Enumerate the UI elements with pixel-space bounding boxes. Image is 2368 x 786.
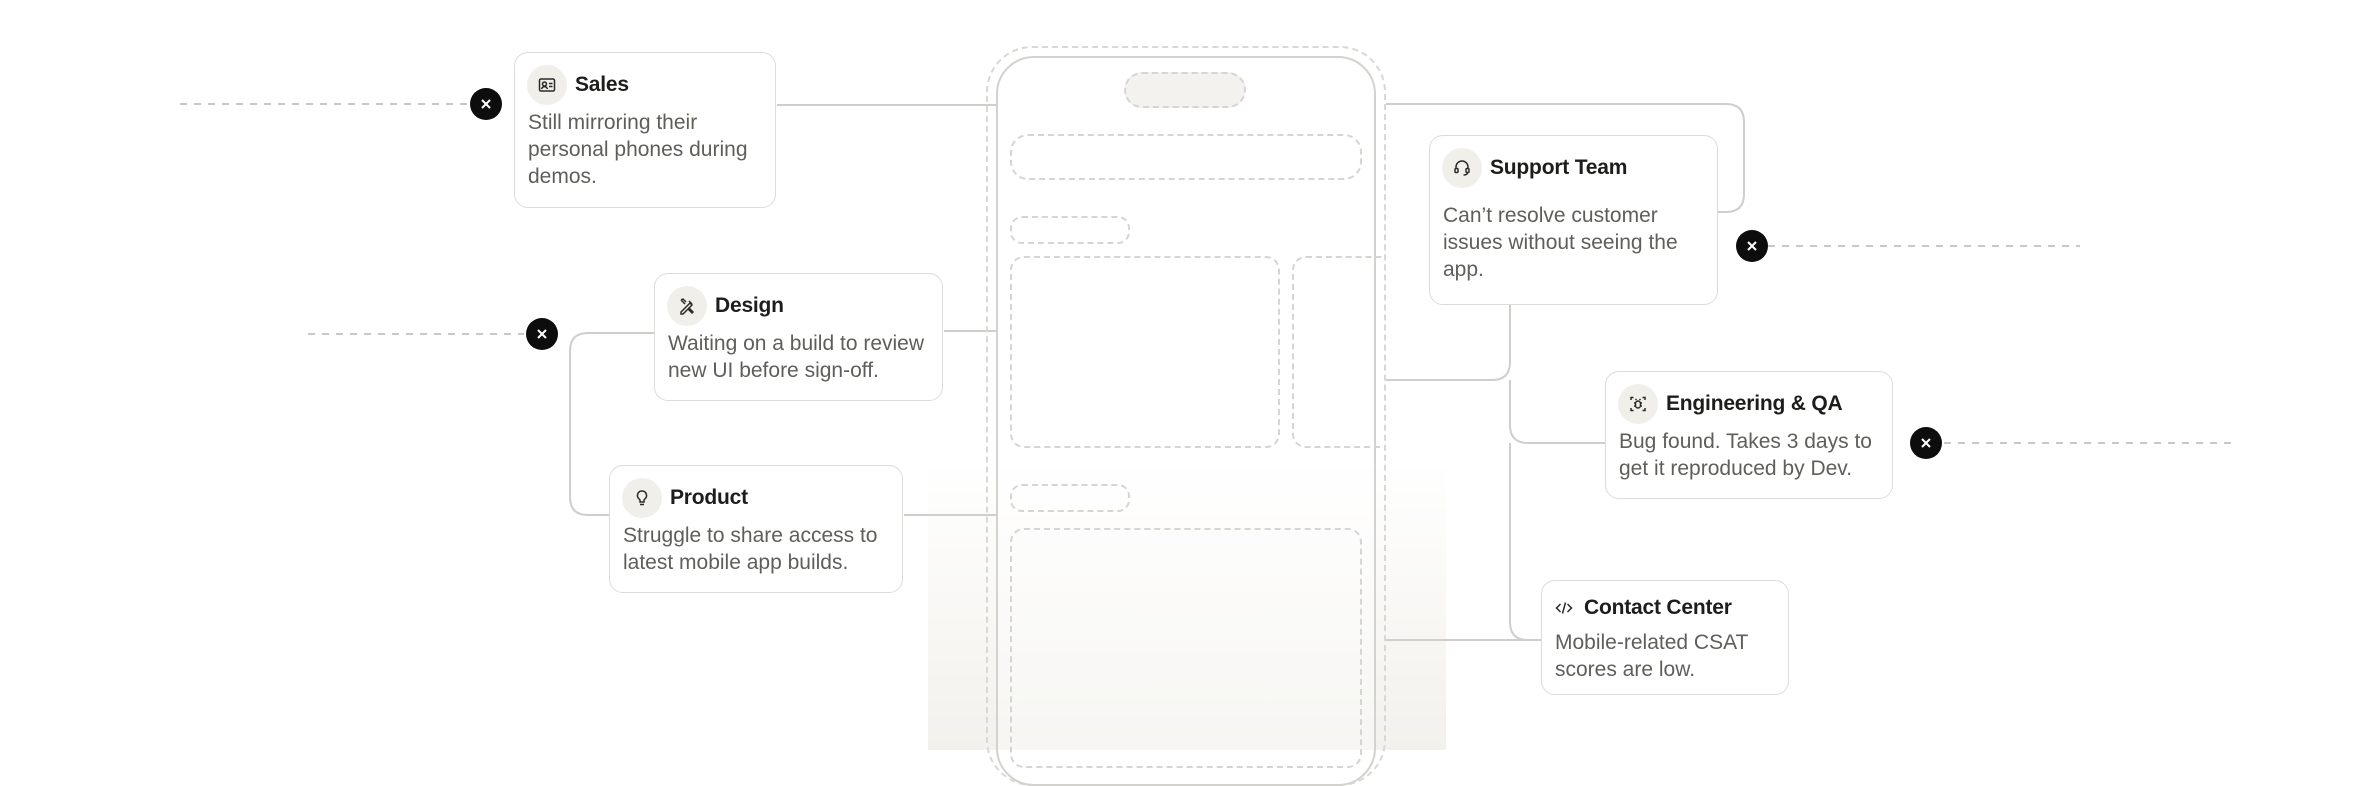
phone-placeholder-chip — [1010, 216, 1130, 244]
card-description: Bug found. Takes 3 days to get it reprod… — [1619, 430, 1872, 480]
phone-notch — [1124, 72, 1246, 108]
card-description: Can’t resolve customer issues without se… — [1443, 204, 1678, 281]
id-card-icon — [527, 65, 567, 105]
phone-frame — [996, 56, 1376, 786]
card-design: Design Waiting on a build to review new … — [654, 273, 943, 401]
card-title: Contact Center — [1584, 596, 1732, 619]
card-title: Engineering & QA — [1666, 392, 1843, 415]
close-icon — [537, 329, 547, 339]
close-icon — [1747, 241, 1757, 251]
card-sales: Sales Still mirroring their personal pho… — [514, 52, 776, 208]
headset-icon — [1442, 148, 1482, 188]
card-engineering-qa: Engineering & QA Bug found. Takes 3 days… — [1605, 371, 1893, 499]
connector-lines — [180, 103, 2234, 641]
phone-placeholder-search-bar — [1010, 134, 1362, 180]
card-description: Mobile-related CSAT scores are low. — [1555, 631, 1748, 681]
remove-sales-button[interactable] — [470, 88, 502, 120]
card-title: Product — [670, 486, 748, 509]
connector-design-product-link — [569, 332, 658, 516]
phone-placeholder-chip — [1010, 484, 1130, 512]
connector-engineering — [1509, 380, 1606, 444]
close-icon — [1921, 438, 1931, 448]
connector-contact — [1509, 443, 1542, 641]
card-product: Product Struggle to share access to late… — [609, 465, 903, 593]
connector-support-top — [1386, 103, 1745, 213]
card-title: Design — [715, 294, 784, 317]
remove-support-button[interactable] — [1736, 230, 1768, 262]
lightbulb-icon — [622, 478, 662, 518]
remove-engineering-button[interactable] — [1910, 427, 1942, 459]
bug-icon — [1618, 384, 1658, 424]
diagram-stage: Sales Still mirroring their personal pho… — [180, 46, 2234, 786]
phone-placeholder-card — [1010, 256, 1280, 448]
connector-support-bottom — [1386, 303, 1511, 381]
card-contact-center: Contact Center Mobile-related CSAT score… — [1541, 580, 1789, 695]
card-description: Waiting on a build to review new UI befo… — [668, 332, 925, 382]
card-support-team: Support Team Can’t resolve customer issu… — [1429, 135, 1718, 305]
card-title: Sales — [575, 73, 629, 96]
card-title: Support Team — [1490, 156, 1628, 179]
close-icon — [481, 99, 491, 109]
remove-design-button[interactable] — [526, 318, 558, 350]
phone-placeholder-card — [1010, 528, 1362, 768]
card-description: Still mirroring their personal phones du… — [528, 111, 748, 188]
phone-placeholder-card — [1292, 256, 1382, 448]
card-description: Struggle to share access to latest mobil… — [623, 524, 878, 574]
design-tools-icon — [667, 286, 707, 326]
code-icon — [1554, 596, 1578, 620]
